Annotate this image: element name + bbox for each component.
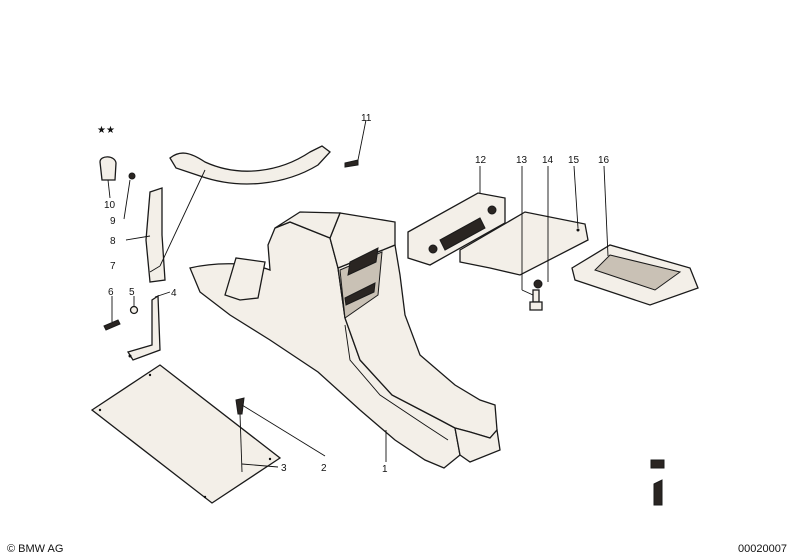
strap-screw-part	[128, 172, 136, 180]
nut-part	[129, 305, 139, 315]
callout-12: 12	[475, 155, 487, 166]
bolt-nut-part	[533, 279, 543, 289]
callout-13: 13	[516, 155, 528, 166]
callout-7: 7	[110, 261, 116, 272]
handle-screw-part	[344, 159, 359, 168]
callout-6: 6	[108, 287, 114, 298]
tray-part	[571, 244, 699, 306]
console-screw-part	[235, 397, 245, 473]
bracket-part	[126, 294, 161, 361]
corner-marker	[650, 459, 665, 506]
callout-1: 1	[382, 464, 388, 475]
bolt-part	[529, 289, 543, 311]
callout-9: 9	[110, 216, 116, 227]
copyright-text: © BMW AG	[7, 543, 63, 555]
callout-8: 8	[110, 236, 116, 247]
callout-11: 11	[361, 113, 372, 124]
callout-labels: 1 2 3 4 5 6 7 8 9 10 11 12 13 14 15 16	[104, 113, 610, 475]
screw-part	[103, 319, 121, 331]
callout-4: 4	[171, 288, 177, 299]
mounting-plate-part	[459, 211, 589, 276]
callout-10: 10	[104, 200, 116, 211]
callout-16: 16	[598, 155, 610, 166]
callout-15: 15	[568, 155, 580, 166]
strap-part	[145, 187, 166, 283]
callout-14: 14	[542, 155, 554, 166]
center-console-part	[189, 211, 501, 469]
diagram-number: 00020007	[738, 543, 787, 555]
floor-mat-part	[90, 364, 282, 504]
callout-3: 3	[281, 463, 287, 474]
stars-marker: ★★	[97, 125, 115, 136]
leader-lines	[107, 119, 609, 468]
grab-handle-part	[169, 145, 331, 185]
radio-frame-part	[407, 192, 506, 266]
callout-2: 2	[321, 463, 327, 474]
callout-5: 5	[129, 287, 135, 298]
clip-part	[99, 156, 117, 181]
